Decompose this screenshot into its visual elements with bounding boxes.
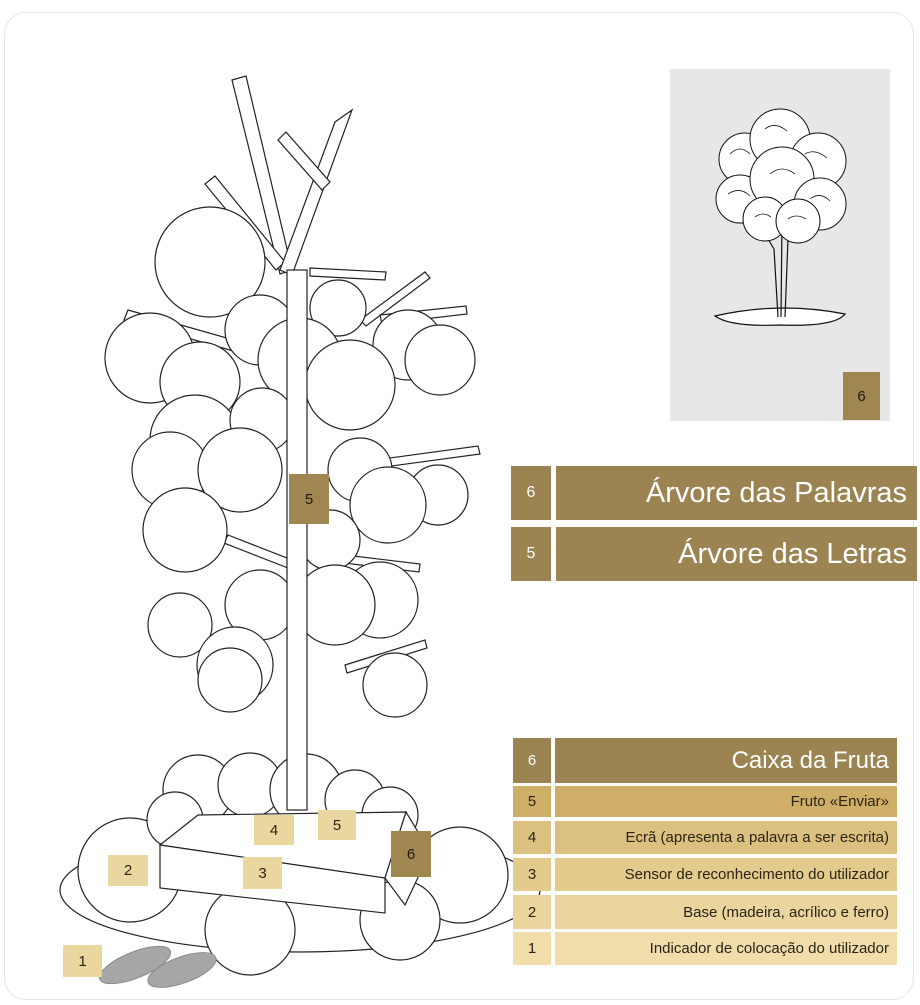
legend-text: Caixa da Fruta	[555, 738, 897, 783]
legend-number: 1	[513, 932, 551, 965]
legend-item-user-position: 1 Indicador de colocação do utilizador	[513, 932, 897, 965]
heading-text: Árvore das Palavras	[556, 466, 917, 520]
legend-item-base: 2 Base (madeira, acrílico e ferro)	[513, 895, 897, 929]
heading-word-tree: 6 Árvore das Palavras	[511, 466, 917, 520]
heading-number: 6	[511, 466, 551, 520]
legend-item-sensor: 3 Sensor de reconhecimento do utilizador	[513, 858, 897, 891]
heading-text: Árvore das Letras	[556, 527, 917, 581]
tag-tree: 5	[289, 474, 329, 524]
legend-item-fruit-box: 6 Caixa da Fruta	[513, 738, 897, 783]
branch	[277, 131, 331, 191]
tag-footprints: 1	[63, 945, 102, 977]
legend-text: Ecrã (apresenta a palavra a ser escrita)	[555, 821, 897, 854]
branch	[223, 534, 293, 569]
tag-sensor: 3	[243, 857, 282, 889]
tree-photo	[670, 69, 890, 421]
legend-text: Sensor de reconhecimento do utilizador	[555, 858, 897, 891]
legend-text: Indicador de colocação do utilizador	[555, 932, 897, 965]
tree-sketch-icon	[713, 108, 847, 326]
branch	[359, 271, 431, 327]
tag-fruit-box: 6	[391, 831, 431, 877]
heading-letter-tree: 5 Árvore das Letras	[511, 527, 917, 581]
legend-number: 6	[513, 738, 551, 783]
heading-number: 5	[511, 527, 551, 581]
tag-base: 2	[108, 855, 148, 886]
legend-number: 5	[513, 786, 551, 817]
tree-trunk	[286, 269, 308, 811]
legend-number: 2	[513, 895, 551, 929]
tag-screen: 4	[254, 815, 294, 845]
tag-send-fruit: 5	[318, 810, 356, 840]
branch	[279, 108, 354, 276]
legend-item-screen: 4 Ecrã (apresenta a palavra a ser escrit…	[513, 821, 897, 854]
legend-text: Fruto «Enviar»	[555, 786, 897, 817]
legend-number: 4	[513, 821, 551, 854]
legend-item-send-fruit: 5 Fruto «Enviar»	[513, 786, 897, 817]
footprints-icon	[98, 945, 217, 988]
tag-tree-photo: 6	[843, 372, 880, 420]
branch	[309, 267, 387, 281]
legend-text: Base (madeira, acrílico e ferro)	[555, 895, 897, 929]
legend-number: 3	[513, 858, 551, 891]
